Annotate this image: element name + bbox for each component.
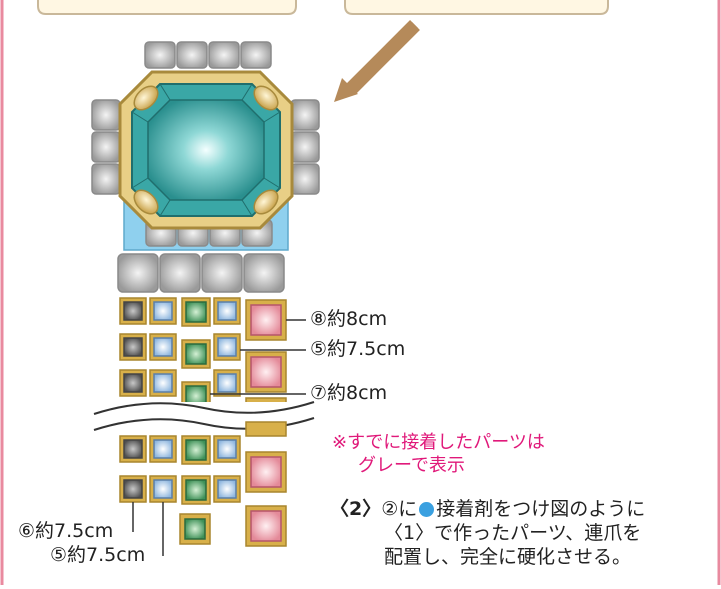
- top-box-right: [344, 0, 609, 15]
- label-5-right: ⑤約7.5cm: [310, 338, 406, 360]
- glue-dot-icon: [419, 502, 435, 517]
- top-box-left: [37, 0, 297, 15]
- instruction-line-2: 〈1〉で作ったパーツ、連爪を: [384, 521, 642, 544]
- instruction-line-1a: ②に: [381, 498, 418, 520]
- instruction: 〈2〉②に接着剤をつけ図のように 〈1〉で作ったパーツ、連爪を 配置し、完全に硬…: [330, 498, 645, 569]
- label-5-bottom: ⑤約7.5cm: [50, 544, 146, 566]
- note-gray-parts: ※すでに接着したパーツは グレーで表示: [332, 432, 545, 477]
- label-8: ⑧約8cm: [310, 308, 388, 330]
- note-line-2: グレーで表示: [358, 454, 465, 476]
- arrow-icon: [334, 20, 420, 102]
- gray-parts-top: [91, 41, 320, 195]
- instruction-line-1b: 接着剤をつけ図のように: [436, 498, 646, 520]
- gray-parts-large: [117, 253, 285, 293]
- main-gem: [118, 70, 294, 230]
- chain-columns-lower: [119, 421, 287, 547]
- instruction-line-3: 配置し、完全に硬化させる。: [384, 545, 632, 568]
- label-7: ⑦約8cm: [310, 382, 388, 404]
- instruction-line-1: 〈2〉②に接着剤をつけ図のように: [330, 498, 645, 522]
- step-number: 〈2〉: [330, 498, 382, 520]
- leader-lines: [132, 319, 306, 556]
- note-line-1: ※すでに接着したパーツは: [332, 432, 545, 453]
- chain-columns-upper: [119, 297, 287, 415]
- label-6: ⑥約7.5cm: [18, 520, 114, 542]
